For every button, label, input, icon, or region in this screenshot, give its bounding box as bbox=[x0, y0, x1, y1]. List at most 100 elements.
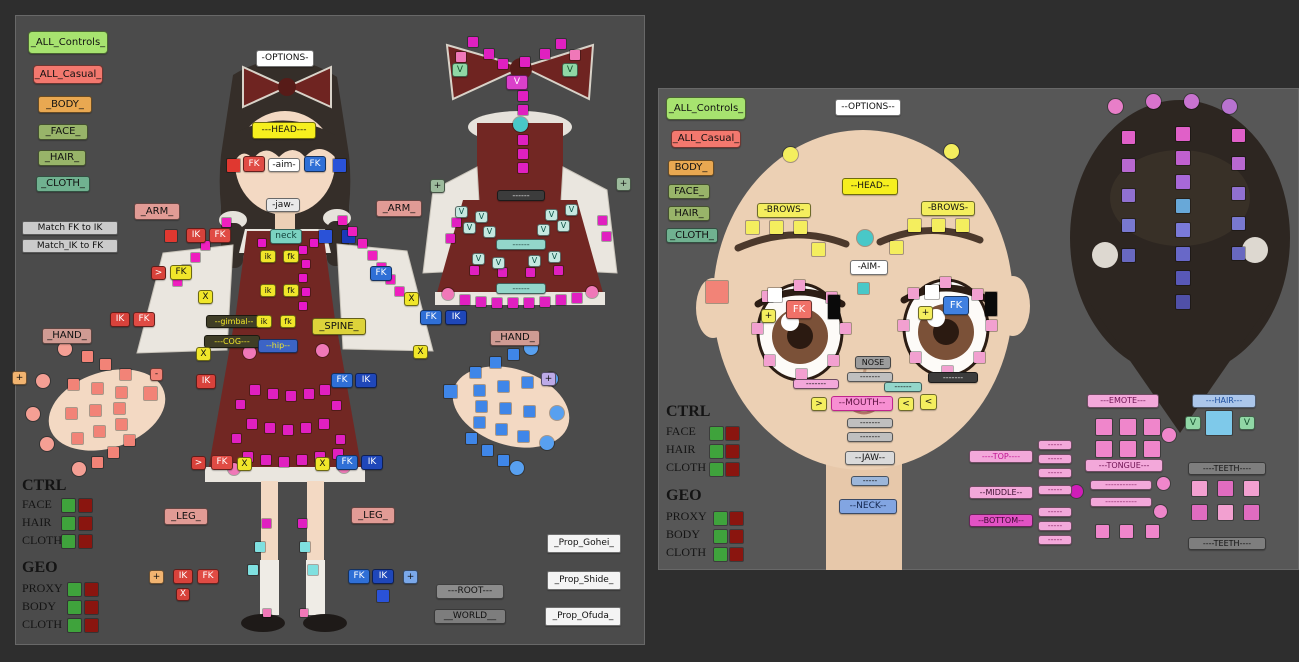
rig-dot-square[interactable] bbox=[598, 216, 607, 225]
rig-dot-square[interactable] bbox=[100, 359, 111, 370]
rig-dot-square[interactable] bbox=[279, 457, 289, 467]
btn-cog[interactable]: ---COG--- bbox=[204, 335, 260, 348]
btn-face-fk-eye-left[interactable]: FK bbox=[786, 300, 812, 319]
rig-dot-square[interactable] bbox=[286, 391, 296, 401]
rig-dot-square[interactable] bbox=[1232, 217, 1245, 230]
btn-lip-bar-6[interactable]: ----- bbox=[1038, 521, 1072, 531]
btn-face-jaw[interactable]: --JAW-- bbox=[845, 451, 895, 465]
rig-dot-square[interactable] bbox=[456, 52, 466, 62]
rig-dot-square[interactable] bbox=[470, 266, 479, 275]
rig-dot-square[interactable] bbox=[490, 357, 501, 368]
rig-dot-square[interactable] bbox=[1144, 419, 1160, 435]
btn-arm-left[interactable]: _ARM_ bbox=[134, 203, 180, 220]
rig-dot-square[interactable] bbox=[466, 433, 477, 444]
btn-leg-right[interactable]: _LEG_ bbox=[351, 507, 395, 524]
btn-mouth-dash-teal[interactable]: ------ bbox=[884, 382, 922, 392]
rig-dot-circle[interactable] bbox=[1154, 505, 1167, 518]
rig-dot-square[interactable] bbox=[602, 232, 611, 241]
btn-tongue-dash-1[interactable]: ----------- bbox=[1090, 480, 1152, 490]
rig-dot-square[interactable] bbox=[298, 519, 307, 528]
rig-dot-square[interactable] bbox=[1146, 525, 1159, 538]
rig-dot-square[interactable] bbox=[1120, 441, 1136, 457]
btn-fk-arm-right[interactable]: FK bbox=[370, 266, 392, 281]
btn-v-bow-right[interactable]: V bbox=[562, 63, 578, 77]
btn-lip-bar-5[interactable]: ----- bbox=[1038, 507, 1072, 517]
rig-dot-square[interactable] bbox=[828, 355, 839, 366]
rig-dot-square[interactable] bbox=[1218, 481, 1233, 496]
rig-dot-square[interactable] bbox=[518, 91, 528, 101]
rig-dot-square[interactable] bbox=[348, 227, 357, 236]
face-ctrl-hair-on-toggle[interactable] bbox=[710, 445, 723, 458]
rig-dot-square[interactable] bbox=[518, 105, 528, 115]
btn-face-all-casual[interactable]: _ALL_Casual_ bbox=[671, 130, 741, 148]
rig-dot-square[interactable] bbox=[540, 49, 550, 59]
rig-dot-circle[interactable] bbox=[550, 406, 564, 420]
btn-plus-eye-right[interactable]: + bbox=[918, 306, 933, 320]
btn-face-fk-eye-right[interactable]: FK bbox=[943, 296, 969, 315]
rig-dot-square[interactable] bbox=[1120, 525, 1133, 538]
rig-dot-square[interactable] bbox=[474, 385, 485, 396]
rig-dot-square[interactable] bbox=[222, 218, 231, 227]
btn-mouth[interactable]: --MOUTH-- bbox=[831, 396, 893, 411]
rig-dot-square[interactable] bbox=[508, 349, 519, 360]
rig-dot-square[interactable] bbox=[300, 609, 308, 617]
btn-ik-spine-1[interactable]: ik bbox=[260, 250, 276, 263]
btn-brows-left[interactable]: -BROWS- bbox=[757, 203, 811, 218]
geo-cloth-off-toggle[interactable] bbox=[85, 619, 98, 632]
btn-v-dress-11[interactable]: V bbox=[528, 255, 541, 267]
btn-plus-foot-right[interactable]: + bbox=[403, 570, 418, 584]
btn-back-dash-teal-2[interactable]: ------ bbox=[496, 283, 546, 294]
btn-v-dress-3[interactable]: V bbox=[545, 209, 558, 221]
btn-lip-bar-2[interactable]: ----- bbox=[1038, 454, 1072, 464]
rig-dot-square[interactable] bbox=[336, 435, 345, 444]
btn-emote[interactable]: ---EMOTE--- bbox=[1087, 394, 1159, 408]
btn-fk-elbow-right[interactable]: FK bbox=[420, 310, 442, 325]
rig-dot-square[interactable] bbox=[377, 590, 389, 602]
rig-dot-square[interactable] bbox=[492, 298, 502, 308]
left-eye-control[interactable] bbox=[227, 159, 240, 172]
btn-arm-right[interactable]: _ARM_ bbox=[376, 200, 422, 217]
btn-ik-spine-2[interactable]: ik bbox=[260, 284, 276, 297]
rig-dot-circle[interactable] bbox=[1162, 428, 1176, 442]
btn-fk-eye-right[interactable]: FK bbox=[304, 156, 326, 172]
btn-v-hair-right[interactable]: V bbox=[1239, 416, 1255, 430]
btn-face-hair[interactable]: HAIR_ bbox=[668, 206, 710, 221]
rig-dot-circle[interactable] bbox=[1070, 485, 1083, 498]
btn-mouth-arrow-right-2[interactable]: < bbox=[920, 394, 937, 410]
btn-hair[interactable]: _HAIR_ bbox=[38, 150, 86, 166]
geo-body-on-toggle[interactable] bbox=[68, 601, 81, 614]
btn-fk-leg-left[interactable]: FK bbox=[211, 455, 233, 470]
rig-dot-square[interactable] bbox=[452, 218, 461, 227]
btn-ik-foot-right[interactable]: IK bbox=[372, 569, 394, 584]
rig-dot-square[interactable] bbox=[319, 230, 332, 243]
btn-v-dress-6[interactable]: V bbox=[483, 226, 496, 238]
rig-dot-square[interactable] bbox=[840, 323, 851, 334]
btn-prop-gohei[interactable]: _Prop_Gohei_ bbox=[547, 534, 621, 553]
btn-tongue[interactable]: ---TONGUE--- bbox=[1085, 459, 1163, 472]
rig-dot-square[interactable] bbox=[518, 431, 529, 442]
btn-spine[interactable]: _SPINE_ bbox=[312, 318, 366, 335]
rig-dot-square[interactable] bbox=[1122, 219, 1135, 232]
rig-dot-square[interactable] bbox=[482, 445, 493, 456]
face-ctrl-hair-off-toggle[interactable] bbox=[726, 445, 739, 458]
rig-dot-square[interactable] bbox=[925, 285, 939, 299]
rig-dot-circle[interactable] bbox=[1184, 94, 1199, 109]
rig-dot-square[interactable] bbox=[368, 251, 377, 260]
rig-dot-square[interactable] bbox=[299, 302, 307, 310]
btn-lip-bar-4[interactable]: ----- bbox=[1038, 485, 1072, 495]
rig-dot-square[interactable] bbox=[255, 542, 265, 552]
btn-v-bow-left[interactable]: V bbox=[452, 63, 468, 77]
btn-plus-foot-left[interactable]: + bbox=[149, 570, 164, 584]
btn-mouth-dash-right[interactable]: ------- bbox=[928, 372, 978, 383]
rig-dot-circle[interactable] bbox=[316, 344, 329, 357]
rig-dot-square[interactable] bbox=[358, 239, 367, 248]
btn-prop-shide[interactable]: _Prop_Shide_ bbox=[547, 571, 621, 590]
rig-dot-square[interactable] bbox=[898, 320, 909, 331]
rig-dot-square[interactable] bbox=[570, 50, 580, 60]
rig-dot-square[interactable] bbox=[474, 417, 485, 428]
rig-dot-square[interactable] bbox=[304, 389, 314, 399]
btn-lip-middle[interactable]: --MIDDLE-- bbox=[969, 486, 1033, 499]
rig-dot-circle[interactable] bbox=[586, 286, 598, 298]
rig-dot-circle[interactable] bbox=[783, 147, 798, 162]
rig-dot-square[interactable] bbox=[520, 57, 530, 67]
